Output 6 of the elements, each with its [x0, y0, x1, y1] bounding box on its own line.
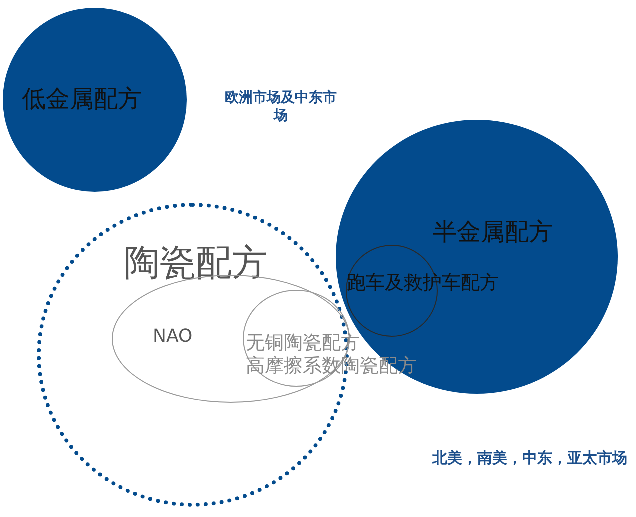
node-label: NAO: [153, 327, 193, 347]
node-label: 半金属配方: [433, 219, 553, 246]
market-note: 北美，南美，中东，亚太市场: [431, 449, 628, 468]
node-label: 低金属配方: [22, 86, 142, 112]
node-label: 陶瓷配方: [124, 244, 268, 284]
market-note: 欧洲市场及中东市场: [224, 90, 338, 125]
